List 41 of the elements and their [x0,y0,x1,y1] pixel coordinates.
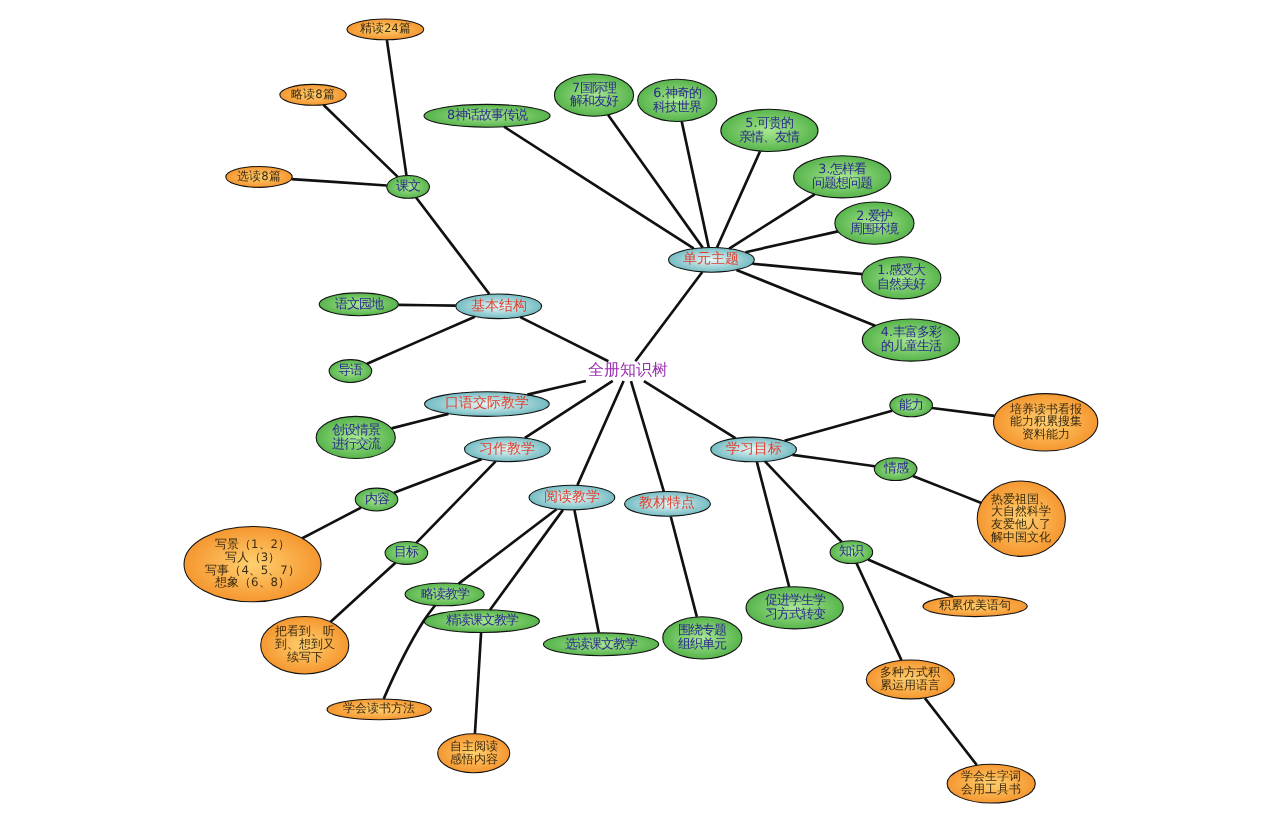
connector [911,474,981,505]
connector [572,509,600,634]
connector [606,114,703,249]
connector [526,379,586,396]
connector [763,460,842,543]
connector [502,125,694,250]
connector [754,461,790,588]
connector [290,177,386,187]
connector [783,409,892,443]
connector [633,271,703,362]
connector [392,457,482,495]
connector [791,453,875,468]
connector [414,460,496,544]
connector [472,632,482,734]
connector [523,379,613,440]
connector [866,558,953,598]
connector [930,406,994,418]
connector [922,697,977,766]
connector [321,103,398,178]
connector [714,150,761,248]
connector [735,268,875,327]
connector [365,315,475,365]
connector [456,508,557,585]
connector [414,196,490,295]
connector [744,230,838,254]
connector [668,516,698,618]
connector [381,604,436,700]
connector [642,379,736,440]
connector [384,39,407,176]
connector [628,380,665,492]
connector [300,506,361,540]
connector [518,315,608,363]
connector [390,412,448,430]
connector [328,561,396,623]
connector [751,262,862,276]
connector [487,509,564,611]
connector [854,562,902,661]
connector [575,380,624,486]
connector [397,303,455,307]
connector [679,121,710,248]
connector [727,193,815,250]
